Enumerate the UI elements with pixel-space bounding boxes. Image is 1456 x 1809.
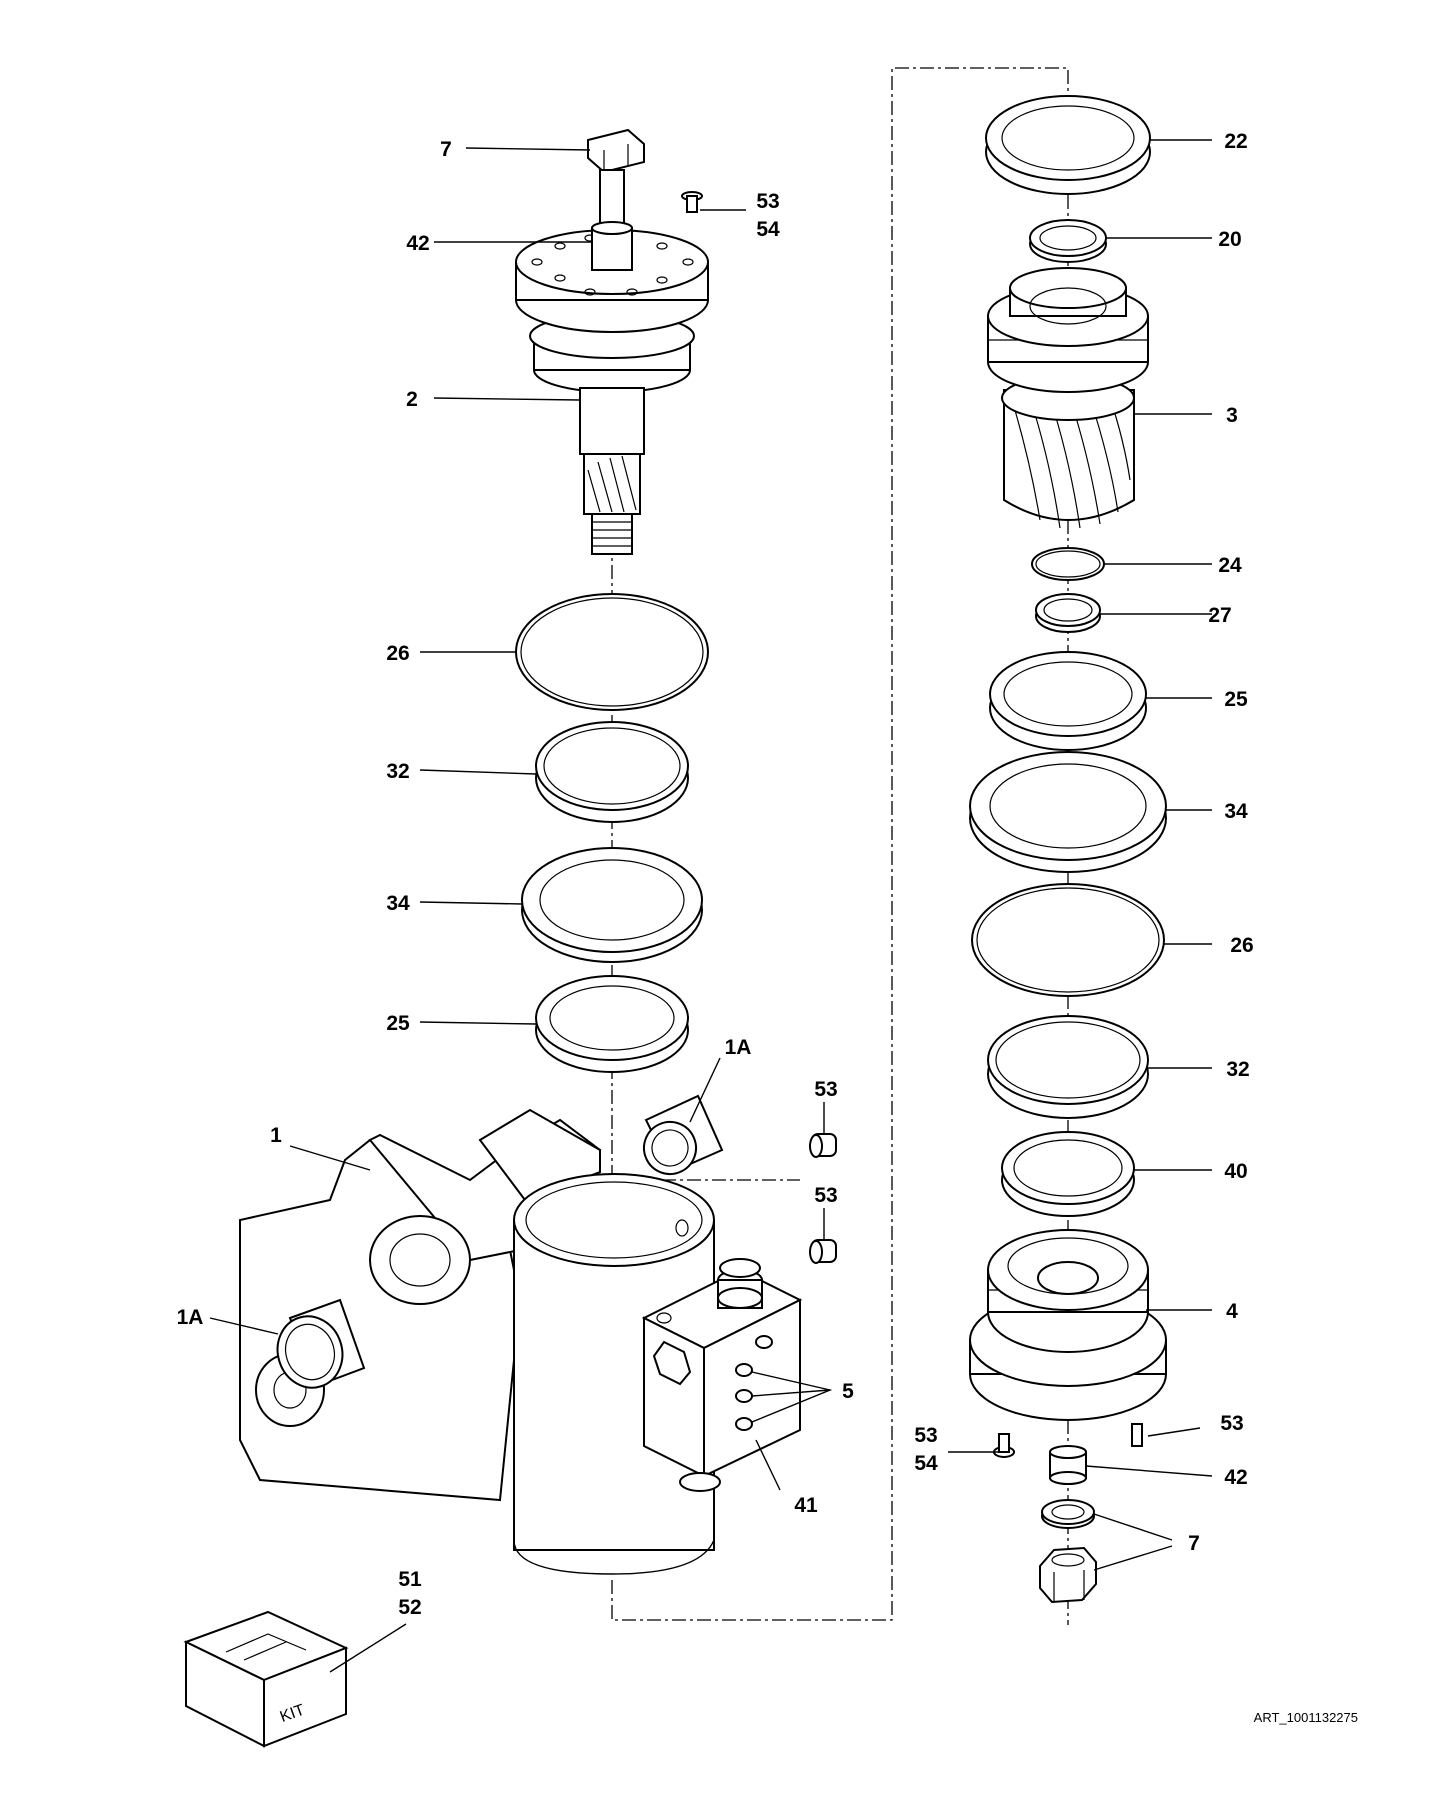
label-52: 52: [398, 1596, 421, 1619]
label-53-bottom-right: 53: [1220, 1412, 1243, 1435]
kit-box: KIT: [183, 1610, 349, 1748]
label-26-left: 26: [386, 642, 409, 665]
label-53-mid1: 53: [814, 1078, 837, 1101]
label-2: 2: [406, 388, 418, 411]
pin-53-upper: [809, 1133, 837, 1158]
label-25-left: 25: [386, 1012, 410, 1035]
label-25-right: 25: [1224, 688, 1248, 711]
label-42-bottom: 42: [1224, 1466, 1247, 1489]
label-34-right: 34: [1224, 800, 1248, 823]
label-32-right: 32: [1226, 1058, 1249, 1081]
leader-lines: [209, 139, 1213, 1673]
pinion-shaft-2: [515, 221, 709, 555]
pin-53-lower: [809, 1239, 837, 1264]
label-4: 4: [1226, 1300, 1238, 1323]
label-22: 22: [1224, 130, 1247, 153]
label-51: 51: [398, 1568, 422, 1591]
seal-25-right: [989, 651, 1147, 751]
o-ring-26-right: [971, 883, 1165, 997]
washer-34-right: [969, 751, 1167, 873]
valve-block-41: [641, 1258, 803, 1492]
label-54-bottom-left: 54: [914, 1452, 938, 1475]
seal-25-left: [535, 975, 689, 1073]
label-7-top: 7: [440, 138, 452, 161]
callout-labels: 7 53 54 42 2 26 32 34 25 1A 53 1 53 1A 5…: [177, 130, 1254, 1619]
label-26-right: 26: [1230, 934, 1253, 957]
seal-22: [985, 95, 1151, 195]
label-3: 3: [1226, 404, 1238, 427]
washer-7-bottom: [1041, 1499, 1095, 1529]
art-number: ART_1001132275: [1254, 1710, 1358, 1725]
bolt-7-top: [587, 128, 645, 233]
label-40: 40: [1224, 1160, 1247, 1183]
label-5: 5: [842, 1380, 854, 1403]
o-ring-26-left: [515, 593, 709, 711]
label-53-bottom-left: 53: [914, 1424, 937, 1447]
ring-27: [1035, 593, 1101, 633]
housing-1: [239, 1108, 715, 1575]
label-24: 24: [1218, 554, 1242, 577]
label-1A-top: 1A: [725, 1036, 752, 1059]
label-42-top: 42: [406, 232, 429, 255]
label-27: 27: [1208, 604, 1231, 627]
label-53-mid2: 53: [814, 1184, 837, 1207]
label-7-bottom: 7: [1188, 1532, 1200, 1555]
bushing-42-bottom: [1049, 1445, 1087, 1485]
label-1A-left: 1A: [177, 1306, 204, 1329]
washer-34-left: [521, 847, 703, 963]
ring-gear-3: [987, 267, 1149, 529]
label-54-top: 54: [756, 218, 780, 241]
label-20: 20: [1218, 228, 1241, 251]
ring-20: [1029, 219, 1107, 263]
o-ring-24: [1031, 547, 1105, 581]
pin-53-bottom: [1131, 1423, 1143, 1447]
label-32-left: 32: [386, 760, 409, 783]
ring-40: [1001, 1131, 1135, 1217]
nut-7-bottom: [1039, 1546, 1097, 1604]
bushing-1A-top: [643, 1094, 724, 1175]
backup-ring-32-left: [535, 721, 689, 823]
label-34-left: 34: [386, 892, 410, 915]
screw-53-54-bottom: [993, 1433, 1015, 1458]
hub-4: [969, 1229, 1167, 1421]
backup-ring-32-right: [987, 1015, 1149, 1119]
label-1: 1: [270, 1124, 282, 1147]
label-53-top: 53: [756, 190, 779, 213]
screw-53-54-top: [681, 191, 703, 213]
bushing-1A-left: [276, 1298, 366, 1389]
label-41: 41: [794, 1494, 818, 1517]
